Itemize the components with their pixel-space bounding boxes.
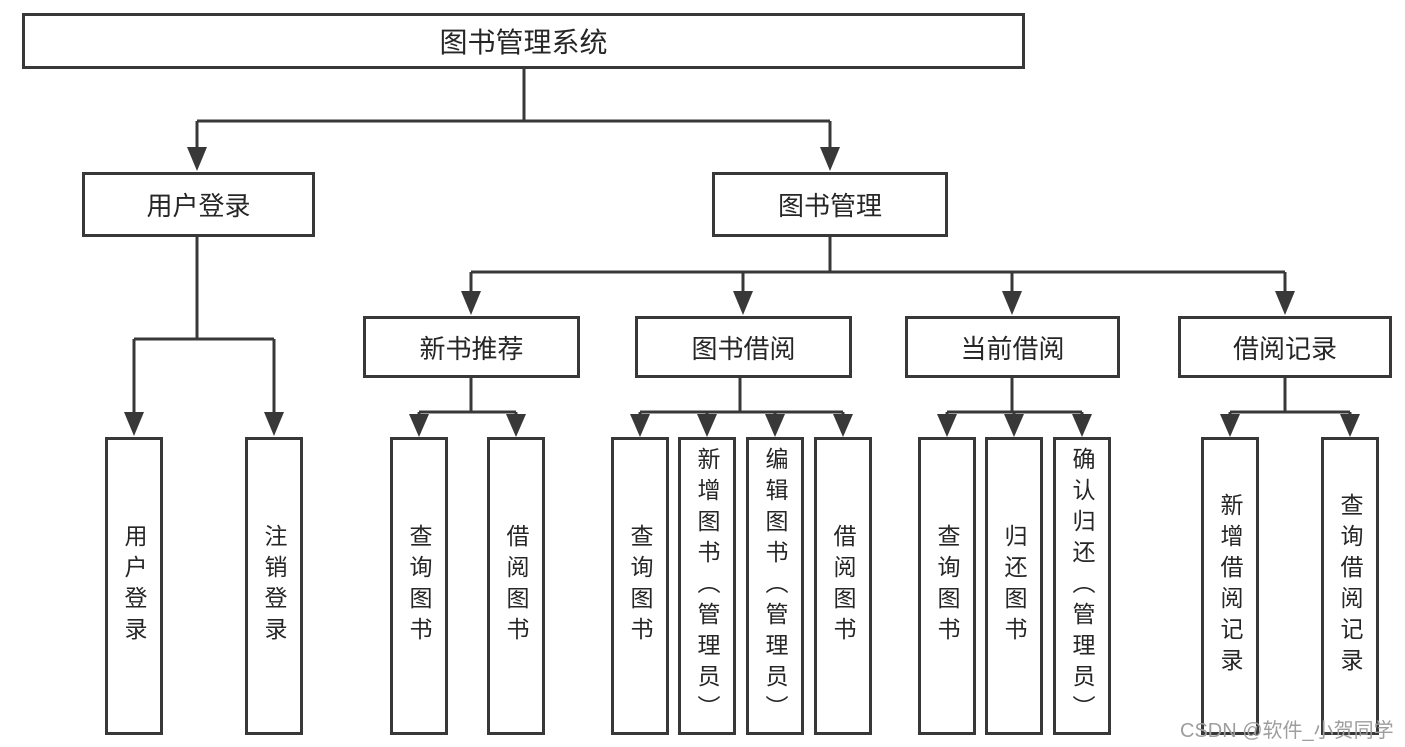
leaf-borrowing-borrow-books: 借阅图书: [814, 437, 872, 735]
arrowhead-down-icon: [124, 412, 144, 436]
leaf-current-query-books: 查询图书: [918, 437, 976, 735]
node-book-borrowing: 图书借阅: [635, 316, 852, 378]
connector-book-borrowing-to-leaves: [630, 378, 853, 437]
connector-current-borrowing-to-leaves: [937, 378, 1092, 437]
arrowhead-down-icon: [733, 291, 753, 315]
leaf-current-confirm-return-admin: 确认归还（管理员）: [1053, 437, 1111, 735]
leaf-recommend-query-books: 查询图书: [390, 437, 448, 735]
connector-new-book-recommend-to-leaves: [409, 378, 526, 437]
arrowhead-down-icon: [1004, 414, 1024, 437]
node-borrow-records: 借阅记录: [1178, 316, 1392, 378]
connector-borrow-records-to-leaves: [1220, 378, 1360, 437]
node-user-login: 用户登录: [82, 172, 315, 237]
leaf-recommend-borrow-books: 借阅图书: [487, 437, 545, 735]
arrowhead-down-icon: [187, 147, 207, 171]
arrowhead-down-icon: [820, 147, 840, 171]
arrowhead-down-icon: [409, 414, 429, 437]
arrowhead-down-icon: [765, 414, 785, 437]
leaf-records-add-borrow-record: 新增借阅记录: [1201, 437, 1259, 735]
arrowhead-down-icon: [264, 412, 284, 436]
connector-book-management-to-level3: [461, 237, 1295, 315]
arrowhead-down-icon: [1275, 291, 1295, 315]
leaf-borrowing-add-books-admin: 新增图书（管理员）: [678, 437, 736, 735]
connector-root-to-level2: [187, 69, 840, 171]
arrowhead-down-icon: [630, 414, 650, 437]
connector-user-login-to-leaves: [124, 237, 284, 436]
arrowhead-down-icon: [461, 291, 481, 315]
node-library-management-system: 图书管理系统: [22, 13, 1025, 69]
leaf-logout-login: 注销登录: [245, 437, 303, 735]
node-new-book-recommend: 新书推荐: [363, 316, 580, 378]
leaf-borrowing-edit-books-admin: 编辑图书（管理员）: [746, 437, 804, 735]
arrowhead-down-icon: [697, 414, 717, 437]
leaf-records-query-borrow-record: 查询借阅记录: [1321, 437, 1379, 735]
arrowhead-down-icon: [1220, 414, 1240, 437]
node-book-management: 图书管理: [712, 172, 948, 237]
node-current-borrowing: 当前借阅: [905, 316, 1120, 378]
arrowhead-down-icon: [506, 414, 526, 437]
leaf-user-login: 用户登录: [105, 437, 163, 735]
arrowhead-down-icon: [833, 414, 853, 437]
arrowhead-down-icon: [1002, 291, 1022, 315]
arrowhead-down-icon: [1340, 414, 1360, 437]
arrowhead-down-icon: [1072, 414, 1092, 437]
arrowhead-down-icon: [937, 414, 957, 437]
leaf-borrowing-query-books: 查询图书: [611, 437, 669, 735]
leaf-current-return-books: 归还图书: [985, 437, 1043, 735]
csdn-watermark: CSDN @软件_小贺同学: [1180, 720, 1394, 742]
